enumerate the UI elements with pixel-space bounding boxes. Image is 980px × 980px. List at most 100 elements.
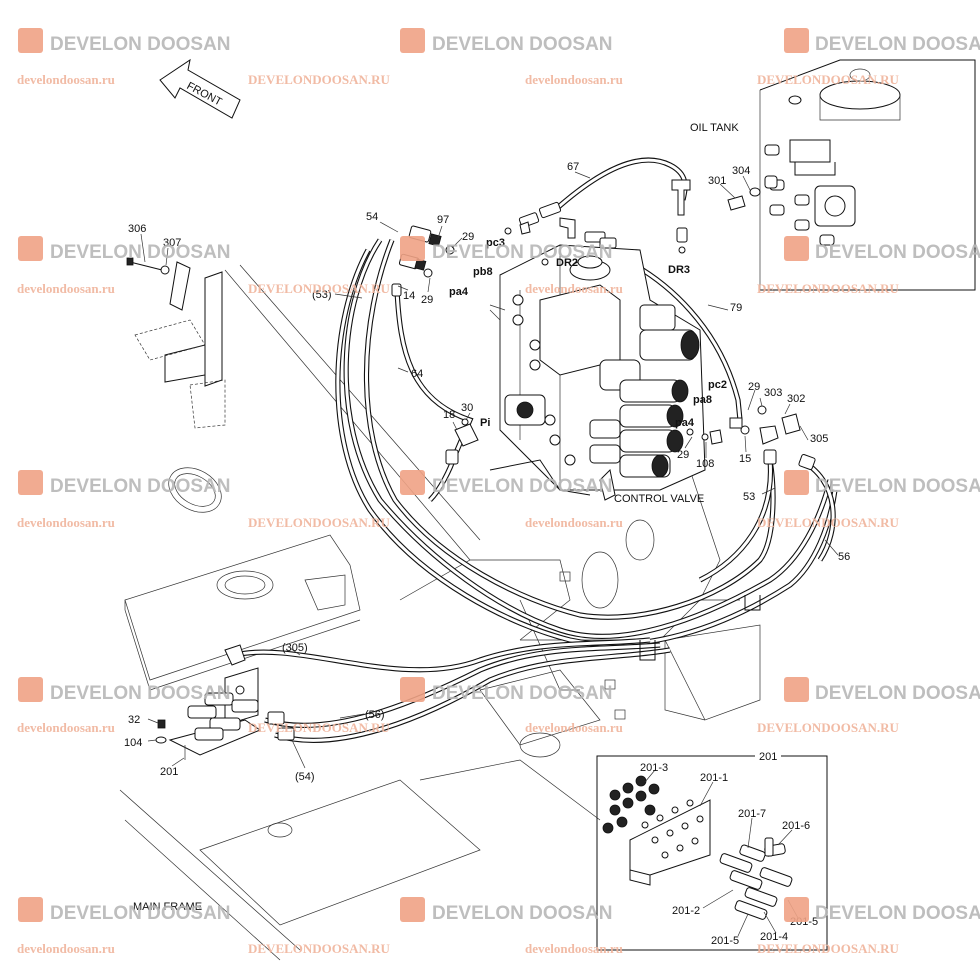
watermark-r5c3: DEVELON DOOSAN (784, 897, 980, 924)
watermark-url-11: develondoosan.ru (525, 515, 623, 530)
label-56-paren: (56) (365, 709, 385, 721)
label-201-5-bottom: 201-5 (711, 935, 739, 947)
label-201: 201 (160, 766, 178, 778)
watermark-brand-9: DEVELON DOOSAN (815, 476, 980, 497)
control-valve (489, 244, 706, 501)
watermark-url-18: DEVELONDOOSAN.RU (248, 941, 391, 956)
bracket-assembly (126, 257, 226, 429)
watermark-r1c1: DEVELON DOOSAN (18, 28, 231, 55)
label-64: 64 (411, 368, 423, 380)
label-201-3: 201-3 (640, 762, 668, 774)
label-29-c: 29 (677, 449, 689, 461)
port-pb8: pb8 (473, 266, 493, 278)
label-201-4: 201-4 (760, 931, 788, 943)
watermark-brand-8: DEVELON DOOSAN (432, 476, 613, 497)
label-305-paren: (305) (282, 642, 308, 654)
watermark-r1c2: DEVELON DOOSAN (400, 28, 613, 55)
label-15: 15 (739, 453, 751, 465)
watermark-r3c3: DEVELON DOOSAN (784, 470, 980, 497)
watermark-url-13: develondoosan.ru (17, 720, 115, 735)
label-305: 305 (810, 433, 828, 445)
watermark-url-3: develondoosan.ru (525, 72, 623, 87)
label-304: 304 (732, 165, 750, 177)
label-201-1: 201-1 (700, 772, 728, 784)
watermark-r3c2: DEVELON DOOSAN (400, 470, 613, 497)
label-29-a: 29 (462, 231, 474, 243)
watermark-brand-6: DEVELON DOOSAN (815, 242, 980, 263)
label-30: 30 (461, 402, 473, 414)
label-29-b: 29 (421, 294, 433, 306)
label-79: 79 (730, 302, 742, 314)
watermark-r4c1: DEVELON DOOSAN (18, 677, 231, 704)
port-pi: Pi (480, 417, 490, 429)
label-53-paren: (53) (312, 289, 332, 301)
watermark-brand-11: DEVELON DOOSAN (432, 683, 613, 704)
part-labels: 306 307 54 97 29 (53) 14 29 64 67 301 30… (124, 161, 850, 783)
detail-title: 201 (759, 751, 777, 763)
watermark-url-10: DEVELONDOOSAN.RU (248, 515, 391, 530)
label-201-7: 201-7 (738, 808, 766, 820)
front-arrow: FRONT (159, 58, 241, 119)
watermark-url-15: develondoosan.ru (525, 720, 623, 735)
watermark-url-5: develondoosan.ru (17, 281, 115, 296)
watermark-url-2: DEVELONDOOSAN.RU (248, 72, 391, 87)
block-assembly (155, 667, 262, 760)
watermark-r4c2: DEVELON DOOSAN (400, 677, 613, 704)
watermark-brand-1: DEVELON DOOSAN (50, 34, 231, 55)
label-29-d: 29 (748, 381, 760, 393)
label-54-paren: (54) (295, 771, 315, 783)
watermark-r3c1: DEVELON DOOSAN (18, 470, 231, 497)
watermark-brand-10: DEVELON DOOSAN (50, 683, 231, 704)
label-104: 104 (124, 737, 142, 749)
watermark-brand-7: DEVELON DOOSAN (50, 476, 231, 497)
watermark-brand-15: DEVELON DOOSAN (815, 903, 980, 924)
label-201-6: 201-6 (782, 820, 810, 832)
port-pc3: pc3 (486, 237, 505, 249)
caption-control-valve: CONTROL VALVE (614, 493, 704, 505)
watermark-r4c3: DEVELON DOOSAN (784, 677, 980, 704)
label-97: 97 (437, 214, 449, 226)
caption-oil-tank: OIL TANK (690, 122, 739, 134)
watermark-url-19: develondoosan.ru (525, 941, 623, 956)
caption-main-frame: MAIN FRAME (133, 901, 202, 913)
label-54: 54 (366, 211, 378, 223)
leader-lines (140, 171, 839, 937)
watermark-url-20: DEVELONDOOSAN.RU (757, 941, 900, 956)
label-53: 53 (743, 491, 755, 503)
watermark-brand-14: DEVELON DOOSAN (432, 903, 613, 924)
port-dr3: DR3 (668, 264, 690, 276)
detail-box-201 (596, 755, 828, 951)
main-frame-structure (119, 264, 761, 961)
hose-lines (234, 157, 838, 743)
watermark-url-9: develondoosan.ru (17, 515, 115, 530)
label-303: 303 (764, 387, 782, 399)
captions: OIL TANK CONTROL VALVE MAIN FRAME (133, 122, 739, 913)
port-dr2: DR2 (556, 257, 578, 269)
watermark-url-8: DEVELONDOOSAN.RU (757, 281, 900, 296)
label-108: 108 (696, 458, 714, 470)
watermark-url-17: develondoosan.ru (17, 941, 115, 956)
watermark-brand-4: DEVELON DOOSAN (50, 242, 231, 263)
watermark-brand-2: DEVELON DOOSAN (432, 34, 613, 55)
watermark-brand-13: DEVELON DOOSAN (50, 903, 231, 924)
port-pc2: pc2 (708, 379, 727, 391)
port-pa4-top: pa4 (449, 286, 469, 298)
watermark-url-16: DEVELONDOOSAN.RU (757, 720, 900, 735)
label-67: 67 (567, 161, 579, 173)
watermark-brand-3: DEVELON DOOSAN (815, 34, 980, 55)
label-201-2: 201-2 (672, 905, 700, 917)
label-56: 56 (838, 551, 850, 563)
watermark-r2c1: DEVELON DOOSAN (18, 236, 231, 263)
label-18: 18 (443, 409, 455, 421)
label-32: 32 (128, 714, 140, 726)
label-301: 301 (708, 175, 726, 187)
watermark-brand-12: DEVELON DOOSAN (815, 683, 980, 704)
detail-labels: 201 201-3 201-1 201-7 201-6 201-2 201-5 … (640, 749, 818, 947)
label-306: 306 (128, 223, 146, 235)
watermark-r2c2: DEVELON DOOSAN (400, 236, 613, 263)
label-302: 302 (787, 393, 805, 405)
label-14: 14 (403, 290, 415, 302)
watermark-brand-5: DEVELON DOOSAN (432, 242, 613, 263)
label-307: 307 (163, 237, 181, 249)
